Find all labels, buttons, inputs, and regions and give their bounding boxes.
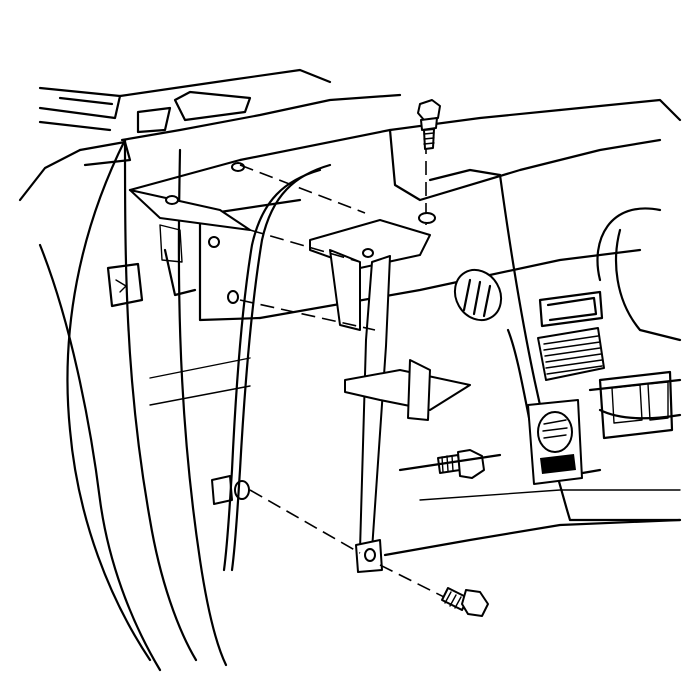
upper-bolt: [417, 99, 441, 224]
mounting-bracket: [309, 219, 471, 573]
lower-bolt: [441, 587, 489, 617]
dashboard-top: [128, 108, 662, 406]
a-pillar: [38, 138, 228, 672]
alignment-lines: [239, 140, 451, 601]
air-vent: [537, 290, 605, 381]
side-bolt: [437, 449, 485, 479]
switch-cluster: [598, 370, 674, 440]
headlamp-switch: [527, 399, 583, 485]
oval-switch: [453, 268, 503, 322]
wiring-cable: [222, 163, 332, 572]
instrument-panel: [383, 98, 682, 557]
body-structure: [18, 68, 402, 202]
